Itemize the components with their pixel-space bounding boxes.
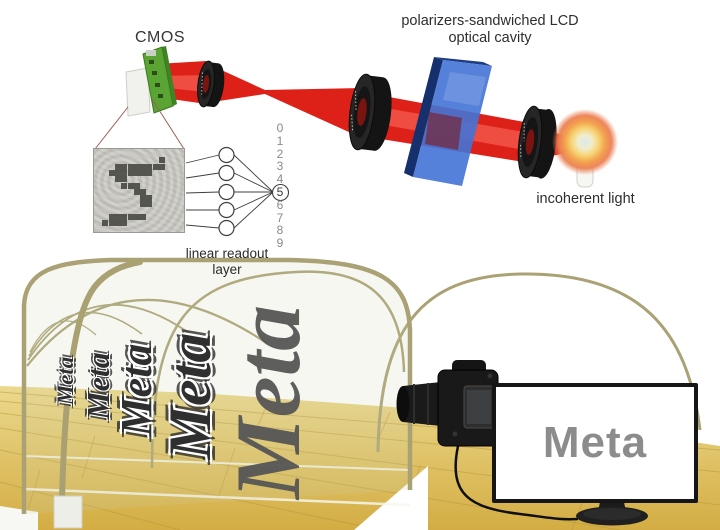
camera	[396, 360, 579, 521]
digit-pixel	[140, 214, 147, 220]
digit-pixel	[133, 169, 140, 176]
front-glass-arch	[21, 257, 413, 514]
digit-0: 0	[276, 121, 284, 135]
digit-pixel	[121, 214, 128, 220]
digit-pixel	[121, 182, 128, 189]
digit-2: 2	[276, 146, 284, 161]
digit-pixel	[133, 188, 140, 195]
digit-pixel	[121, 163, 128, 170]
digit-9: 9	[276, 236, 284, 251]
digit-pixel	[140, 163, 147, 170]
digit-pixel	[121, 169, 128, 176]
digit-pixel	[127, 169, 134, 176]
lcd-cavity-label: polarizers-sandwiched LCD optical cavity	[372, 13, 608, 47]
readout-node	[218, 146, 235, 164]
linear-readout-label-line1: linear readout	[185, 246, 269, 261]
digit-pixel	[146, 163, 153, 170]
digit-pixel	[140, 201, 147, 208]
digit-3: 3	[276, 159, 284, 174]
digit-pixel	[146, 201, 153, 208]
digit-pixel	[140, 195, 147, 202]
readout-network	[185, 146, 290, 237]
digit-pixel	[108, 169, 115, 176]
digit-pixel	[146, 195, 153, 202]
monitor-text: Meta	[542, 418, 648, 467]
digit-pixel	[140, 188, 147, 195]
lens-3	[517, 105, 557, 179]
digit-pixel	[133, 182, 140, 189]
middle-arch	[150, 270, 406, 469]
digit-pixel	[127, 182, 134, 189]
digit-pixel	[133, 214, 140, 220]
camera-cable	[454, 445, 579, 521]
digit-7: 7	[276, 210, 284, 225]
readout-node	[218, 183, 235, 201]
digit-pixel	[114, 163, 121, 170]
monitor: Meta	[492, 383, 698, 503]
digit-pixel	[108, 214, 115, 220]
incoherent-light-label: incoherent light	[536, 191, 635, 207]
digit-4: 4	[276, 172, 284, 187]
digit-pixel	[140, 169, 147, 176]
digit-pixel	[114, 220, 121, 227]
light-bulb	[552, 109, 618, 188]
digit-pixel	[114, 176, 121, 183]
cmos-label: CMOS	[135, 29, 185, 46]
digit-pixel	[121, 220, 128, 227]
captured-digit-image	[93, 148, 185, 233]
digit-pixel	[114, 214, 121, 220]
linear-readout-label: linear readout layer	[156, 246, 298, 278]
right-arch	[376, 272, 702, 453]
cmos-sensor	[125, 46, 177, 117]
digit-pixel	[127, 214, 134, 220]
pole-base	[53, 495, 83, 529]
lcd-optical-cavity	[404, 57, 492, 186]
readout-node	[218, 201, 235, 219]
digit-pixel	[127, 163, 134, 170]
lcd-cavity-label-line2: optical cavity	[448, 30, 532, 47]
readout-node	[218, 164, 235, 182]
arches	[21, 257, 702, 529]
lens-2	[348, 73, 392, 151]
linear-readout-label-line2: layer	[212, 261, 242, 277]
digit-pixel	[159, 157, 165, 164]
digit-pixel	[121, 176, 128, 183]
lcd-cavity-label-line1: polarizers-sandwiched LCD	[401, 13, 579, 29]
digit-5: 5	[276, 185, 284, 199]
platform-edge	[0, 506, 38, 530]
front-arch-pole	[59, 259, 143, 503]
digit-pixel	[108, 220, 115, 227]
digit-8: 8	[276, 223, 284, 238]
predicted-digit-circle	[271, 183, 290, 202]
digit-pixel	[146, 169, 153, 176]
digit-6: 6	[276, 197, 284, 212]
readout-node	[218, 219, 235, 237]
digit-pixel	[159, 163, 165, 170]
zoom-callout-lines	[94, 98, 185, 150]
digit-pixel	[152, 163, 159, 170]
lens-1	[197, 60, 225, 108]
digit-pixel	[114, 169, 121, 176]
digit-pixel	[102, 220, 109, 227]
digit-1: 1	[276, 133, 284, 148]
digit-pixel	[133, 163, 140, 170]
